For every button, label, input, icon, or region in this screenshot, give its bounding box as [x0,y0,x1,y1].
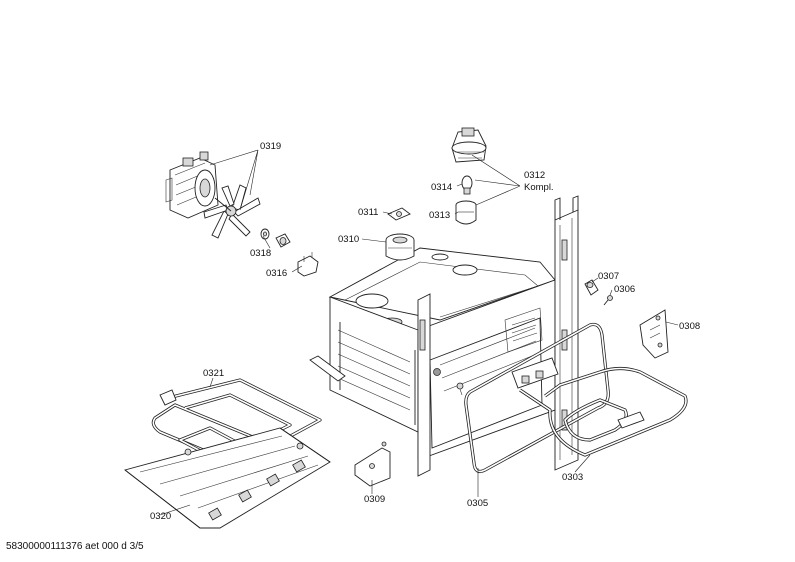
label-0306: 0306 [614,284,635,295]
bracket-right-drawing [639,309,669,359]
lamp-bulb-drawing [461,175,473,195]
leader-lines [159,149,679,516]
lamp-socket-drawing [385,233,415,261]
fan-wheel-drawing [203,184,261,239]
label-0305: 0305 [467,498,488,509]
sensor-drawing [584,279,599,296]
label-0320: 0320 [150,511,171,522]
washer-nut-drawing [260,228,291,248]
clip-drawing [297,252,319,277]
label-0313: 0313 [429,210,450,221]
label-0311: 0311 [358,207,378,218]
label-0321: 0321 [203,368,224,379]
label-0308: 0308 [679,321,700,332]
label-0318: 0318 [250,248,271,259]
label-0307: 0307 [598,271,619,282]
door-gasket-drawing [464,322,610,474]
screw-drawing [603,295,613,306]
tray-support-drawing [124,427,331,529]
label-0312: 0312 [524,170,545,181]
bracket-bottom-drawing [354,441,391,487]
label-0310: 0310 [338,234,359,245]
label-0314: 0314 [431,182,452,193]
grill-element-drawing [511,357,688,457]
lamp-holder-drawing [387,207,411,221]
lamp-cover-drawing [451,127,487,163]
label-0319: 0319 [260,141,281,152]
lamp-glass-drawing [455,200,477,225]
document-code: 58300000111376 aet 000 d 3/5 [6,541,144,552]
part-labels: 0319 0318 0316 0311 0310 0314 0313 0312 … [150,141,700,522]
convection-fan-motor-drawing [165,151,261,239]
label-kompl: Kompl. [524,182,554,193]
label-0316: 0316 [266,268,287,279]
label-0303: 0303 [562,472,583,483]
label-0309: 0309 [364,494,385,505]
